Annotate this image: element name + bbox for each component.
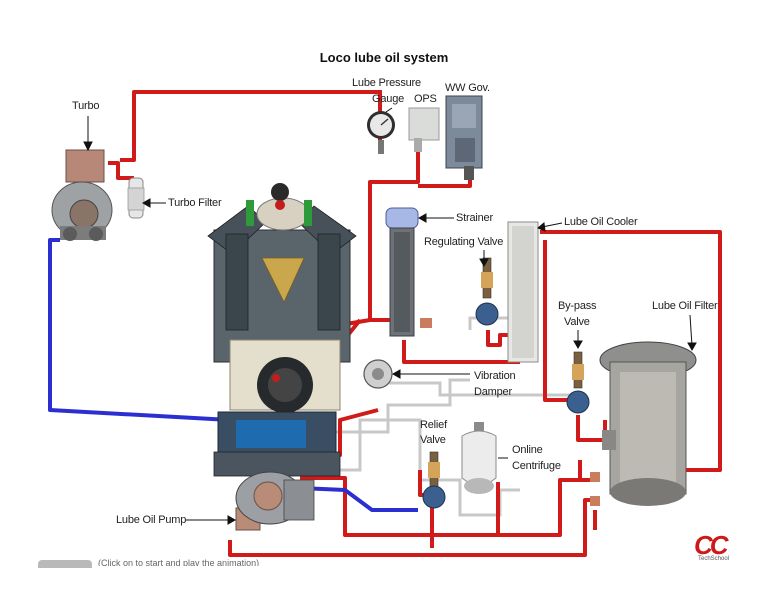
strainer-label: Strainer: [456, 212, 493, 224]
online-centrifuge-icon: [461, 422, 497, 494]
pressure-gauge-icon: [367, 111, 395, 154]
play-button[interactable]: [38, 560, 92, 568]
bypass-valve-label-line1: By-pass: [558, 300, 597, 312]
lube-oil-cooler-label: Lube Oil Cooler: [564, 216, 638, 228]
logo-text: CC: [694, 530, 729, 560]
lube-oil-filter-icon: [599, 341, 697, 506]
bypass-valve-icon: [566, 351, 590, 414]
online-centrifuge-label-line2: Centrifuge: [512, 460, 561, 472]
regulating-valve-label: Regulating Valve: [424, 236, 504, 248]
drain-valve-icon: [590, 472, 600, 506]
relief-valve-label-line2: Valve: [420, 434, 446, 446]
vibration-damper-label-line2: Damper: [474, 386, 512, 398]
ops-switch-icon: [408, 107, 440, 152]
play-hint: (Click on to start and play the animatio…: [98, 558, 260, 566]
ops-label: OPS: [414, 93, 437, 105]
governor-icon: [445, 95, 483, 180]
online-centrifuge-label-line1: Online: [512, 444, 543, 456]
page-title: Loco lube oil system: [319, 50, 449, 65]
lube-oil-filter-label: Lube Oil Filter: [652, 300, 718, 312]
turbo-label: Turbo: [72, 100, 100, 112]
lube-oil-pump-icon: [235, 471, 315, 531]
turbo-filter-icon: [127, 177, 145, 219]
strainer-icon: [385, 207, 419, 337]
engine-icon: [207, 183, 357, 477]
relief-valve-label-line1: Relief: [420, 419, 447, 431]
bypass-valve-label-line2: Valve: [564, 316, 590, 328]
turbo-filter-label: Turbo Filter: [168, 197, 222, 209]
cc-logo: CC TechSchool: [694, 524, 754, 566]
relief-valve-icon: [422, 451, 446, 509]
ww-gov-label: WW Gov.: [445, 82, 490, 94]
label-arrows: [83, 107, 697, 525]
turbo-icon: [51, 149, 113, 241]
regulating-valve-icon: [420, 257, 499, 328]
vibration-damper-label-line1: Vibration: [474, 370, 516, 382]
lube-oil-cooler-icon: [507, 221, 539, 363]
lube-oil-pump-label: Lube Oil Pump: [116, 514, 187, 526]
lube-pressure-label-line2: Gauge: [372, 93, 405, 105]
vibration-damper-icon: [363, 359, 393, 389]
logo-subtext: TechSchool: [698, 556, 730, 562]
lube-pressure-label-line1: Lube Pressure: [352, 77, 421, 89]
